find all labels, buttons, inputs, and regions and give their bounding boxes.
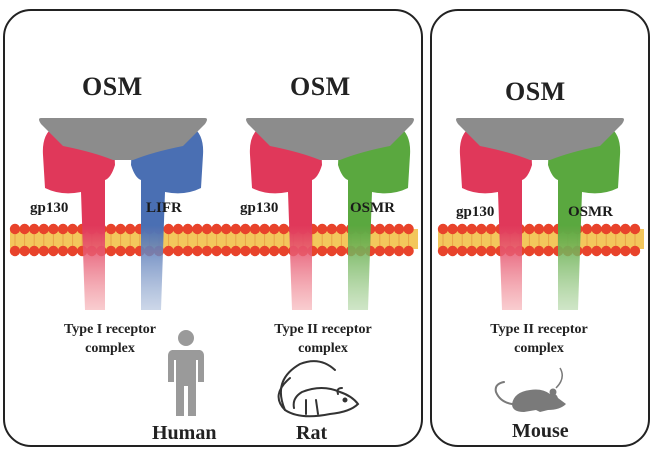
rat-icon bbox=[277, 360, 360, 418]
species-label-human: Human bbox=[152, 422, 217, 444]
osm-ligand-shape bbox=[246, 118, 414, 160]
receptor-label-gp130-3: gp130 bbox=[456, 204, 495, 220]
mouse-icon bbox=[494, 367, 566, 412]
ligand-label-1: OSM bbox=[82, 72, 143, 101]
receptor-label-osmr-2: OSMR bbox=[568, 204, 613, 220]
gp130-receptor-shape bbox=[42, 122, 115, 310]
gp130-receptor-shape bbox=[459, 122, 532, 310]
receptor-label-gp130-1: gp130 bbox=[30, 200, 69, 216]
species-label-rat: Rat bbox=[296, 422, 328, 444]
membrane-left bbox=[9, 223, 418, 257]
osm-ligand-shape bbox=[39, 118, 207, 160]
gp130-receptor-shape bbox=[249, 122, 322, 310]
complex-rat bbox=[246, 118, 414, 310]
complex-mouse bbox=[456, 118, 624, 310]
membrane-right bbox=[437, 223, 644, 257]
receptor-label-osmr-1: OSMR bbox=[350, 200, 395, 216]
receptor-label-lifr: LIFR bbox=[146, 200, 182, 216]
second-receptor-shape bbox=[548, 122, 621, 310]
second-receptor-shape bbox=[131, 122, 204, 310]
ligand-label-3: OSM bbox=[505, 77, 566, 106]
receptor-label-gp130-2: gp130 bbox=[240, 200, 279, 216]
osm-ligand-shape bbox=[456, 118, 624, 160]
species-label-mouse: Mouse bbox=[512, 420, 569, 442]
complex-human bbox=[39, 118, 207, 310]
human-icon bbox=[168, 330, 204, 416]
second-receptor-shape bbox=[338, 122, 411, 310]
ligand-label-2: OSM bbox=[290, 72, 351, 101]
